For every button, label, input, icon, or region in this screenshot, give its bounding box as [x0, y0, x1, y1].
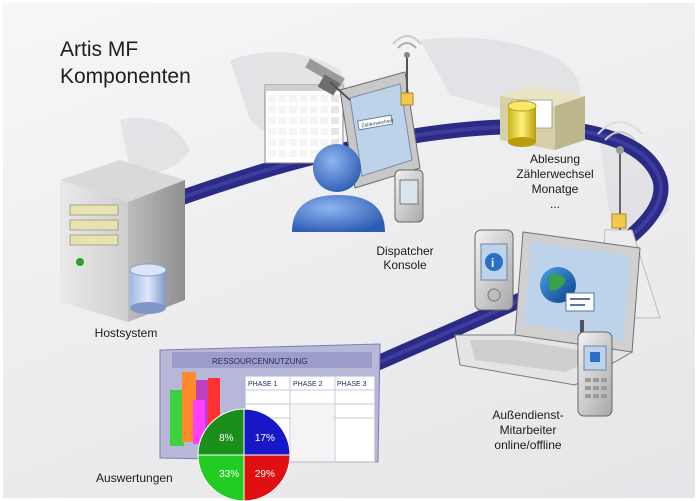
label-dispatcher-line-1: Dispatcher	[376, 244, 434, 258]
calendar-cell	[268, 106, 276, 113]
report-column-2: PHASE 2	[293, 381, 323, 388]
label-hostsystem: Hostsystem	[94, 326, 158, 340]
calendar-cell	[299, 106, 308, 113]
satellite-icon	[305, 58, 351, 101]
calendar-cell	[310, 128, 318, 135]
calendar-cell	[310, 139, 318, 146]
calendar-cell	[320, 139, 329, 146]
label-dispatcher: Dispatcher Konsole	[360, 244, 450, 272]
pie-slice	[197, 408, 245, 456]
label-ablesung-line-4: ...	[549, 197, 560, 211]
pie-chart: 8% 17% 29% 33%	[197, 408, 291, 501]
calendar-cell	[299, 117, 308, 124]
calendar-cell	[268, 95, 276, 102]
calendar-cell	[278, 117, 287, 124]
label-aussendienst-line-2: Mitarbeiter	[499, 423, 557, 437]
calendar-cell	[320, 117, 329, 124]
pie-slice-label: 17%	[255, 433, 275, 444]
label-auswertungen: Auswertungen	[96, 471, 173, 485]
report-column-1: PHASE 1	[248, 381, 278, 388]
calendar-cell	[278, 128, 287, 135]
antenna-signal-icon	[392, 35, 422, 106]
meter-reading-box-icon	[500, 86, 585, 150]
calendar-cell	[268, 128, 276, 135]
calendar-cell	[299, 95, 308, 102]
calendar-cell	[289, 128, 297, 135]
calendar-cell	[289, 117, 297, 124]
svg-text:i: i	[491, 256, 494, 270]
calendar-cell	[331, 117, 339, 124]
calendar-cell	[320, 106, 329, 113]
calendar-cell	[278, 95, 287, 102]
calendar-cell	[268, 150, 276, 157]
calendar-cell	[331, 95, 339, 102]
person-user-icon	[292, 144, 385, 232]
label-ablesung-line-2: Zählerwechsel	[516, 167, 594, 181]
calendar-cell	[331, 128, 339, 135]
svg-text:Zählerwechsel: Zählerwechsel	[361, 118, 394, 130]
calendar-cell	[310, 150, 318, 157]
calendar-cell	[299, 128, 308, 135]
calendar-cell	[278, 150, 287, 157]
server-icon	[60, 160, 185, 322]
label-ablesung-line-3: Monatge	[531, 182, 579, 196]
label-dispatcher-line-2: Konsole	[383, 258, 427, 272]
mobile-phone-icon	[577, 320, 613, 417]
diagram-title: Artis MF Komponenten	[60, 36, 191, 90]
label-ablesung: Ablesung Zählerwechsel Monatge ...	[495, 152, 615, 212]
calendar-cell	[289, 106, 297, 113]
report-column-3: PHASE 3	[337, 381, 367, 388]
calendar-cell	[310, 117, 318, 124]
calendar-cell	[289, 139, 297, 146]
calendar-cell	[268, 139, 276, 146]
database-cylinder-icon	[129, 263, 167, 314]
pie-slice-label: 29%	[255, 469, 275, 480]
calendar-cell	[320, 128, 329, 135]
title-line-1: Artis MF	[60, 38, 139, 61]
pie-slice-label: 8%	[219, 433, 234, 444]
calendar-cell	[331, 106, 339, 113]
calendar-cell	[310, 106, 318, 113]
pie-slice-label: 33%	[219, 469, 239, 480]
calendar-cell	[278, 139, 287, 146]
calendar-cell	[289, 150, 297, 157]
pie-slice	[243, 408, 291, 456]
calendar-cell	[320, 95, 329, 102]
calendar-cell	[331, 139, 339, 146]
calendar-cell	[289, 95, 297, 102]
label-ablesung-line-1: Ablesung	[529, 152, 581, 166]
label-aussendienst-line-1: Außendienst-	[492, 408, 564, 422]
calendar-cell	[299, 139, 308, 146]
pda-device-icon	[394, 169, 424, 223]
label-aussendienst-line-3: online/offline	[494, 438, 562, 452]
report-header-text: RESSOURCENNUTZUNG	[212, 357, 308, 366]
tablet-pc-icon: Zählerwechsel	[339, 71, 421, 189]
calendar-cell	[310, 95, 318, 102]
title-line-2: Komponenten	[60, 65, 191, 88]
calendar-cell	[299, 150, 308, 157]
calendar-cell	[278, 106, 287, 113]
calendar-cell	[268, 117, 276, 124]
pda-info-icon: i	[474, 229, 514, 311]
label-aussendienst: Außendienst- Mitarbeiter online/offline	[468, 408, 588, 453]
